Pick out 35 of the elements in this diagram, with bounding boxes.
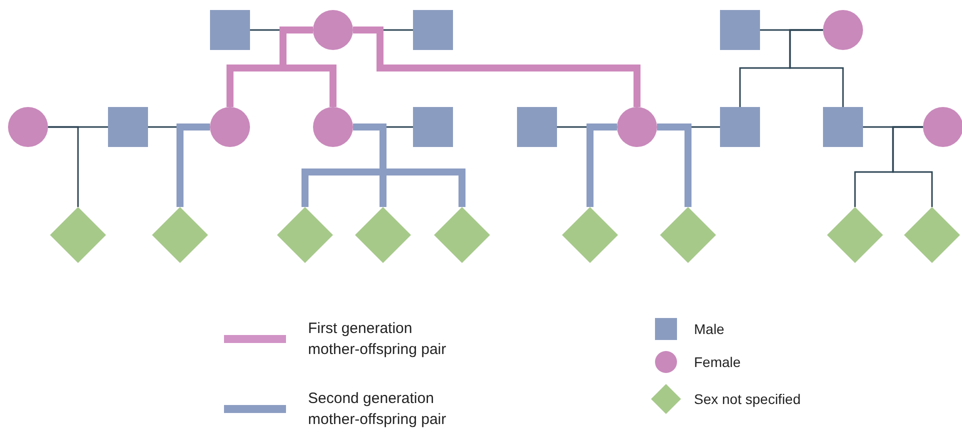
diamond-symbol xyxy=(660,207,716,263)
square-symbol xyxy=(108,107,148,147)
square-symbol xyxy=(517,107,557,147)
legend-text: Male xyxy=(694,320,724,338)
square-symbol xyxy=(210,10,250,50)
thick-line xyxy=(176,124,210,207)
circle-symbol xyxy=(313,10,353,50)
diamond-symbol xyxy=(434,207,490,263)
diamond-symbol xyxy=(562,207,618,263)
square-symbol xyxy=(720,107,760,147)
legend-text: Female xyxy=(694,352,741,372)
thick-line xyxy=(586,124,617,207)
thick-line xyxy=(353,26,640,107)
legend-text: First generation mother-offspring pair xyxy=(308,319,448,360)
circle-symbol xyxy=(210,107,250,147)
square-symbol xyxy=(413,10,453,50)
diamond-symbol xyxy=(904,207,960,263)
legend-text: Second generation mother-offspring pair xyxy=(308,389,448,430)
square-symbol xyxy=(413,107,453,147)
connector-line xyxy=(789,29,844,107)
square-symbol xyxy=(823,107,863,147)
diamond-symbol xyxy=(50,207,106,263)
connector-line xyxy=(892,126,933,207)
diamond-symbol xyxy=(355,207,411,263)
circle-symbol xyxy=(313,107,353,147)
thick-line xyxy=(657,124,692,207)
square-symbol xyxy=(720,10,760,50)
legend-text: Sex not specified xyxy=(694,390,801,409)
connector-line xyxy=(48,126,79,207)
diamond-symbol xyxy=(277,207,333,263)
circle-symbol xyxy=(8,107,48,147)
circle-symbol xyxy=(823,10,863,50)
diamond-symbol xyxy=(827,207,883,263)
diamond-symbol xyxy=(152,207,208,263)
circle-symbol xyxy=(617,107,657,147)
